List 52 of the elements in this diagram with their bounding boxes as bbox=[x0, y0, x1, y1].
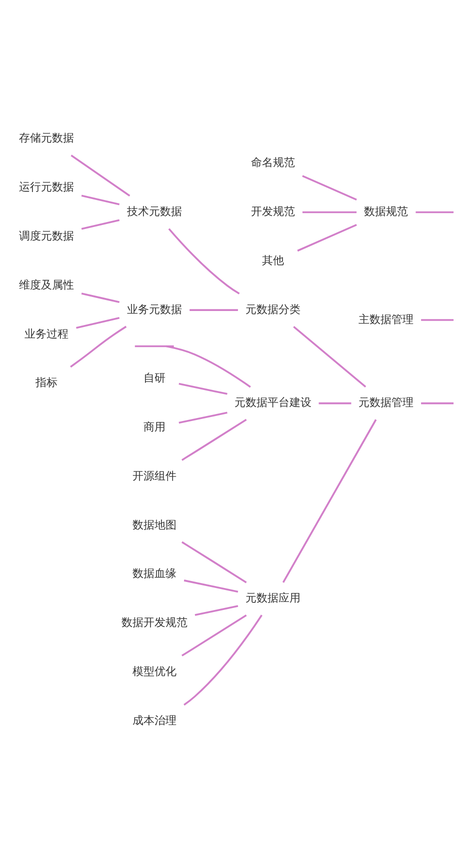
connector bbox=[182, 541, 247, 584]
node-text: 调度元数据 bbox=[19, 230, 74, 243]
connector bbox=[81, 194, 120, 206]
connector bbox=[178, 412, 228, 424]
node-text: 开源组件 bbox=[132, 469, 176, 482]
node-text: 存储元数据 bbox=[19, 132, 74, 145]
node-text: 运行元数据 bbox=[19, 180, 74, 194]
connector bbox=[293, 326, 366, 388]
node-text: 成本治理 bbox=[132, 714, 176, 727]
connector bbox=[421, 319, 454, 321]
node-bar bbox=[134, 345, 174, 348]
node-text: 商用 bbox=[143, 420, 166, 434]
node-text: 业务元数据 bbox=[126, 302, 182, 316]
node-text: 业务过程 bbox=[24, 327, 69, 340]
node-text: 命名规范 bbox=[250, 156, 295, 170]
connector bbox=[421, 402, 454, 404]
node-text: 技术元数据 bbox=[126, 205, 182, 218]
connector bbox=[194, 605, 238, 616]
connector bbox=[416, 211, 454, 214]
node-text: 指标 bbox=[36, 376, 58, 390]
node-text: 元数据平台建设 bbox=[234, 396, 312, 410]
connector bbox=[168, 228, 240, 294]
connector bbox=[81, 219, 120, 230]
connector bbox=[297, 224, 357, 252]
node-text: 元数据应用 bbox=[245, 592, 300, 605]
connector bbox=[302, 211, 357, 214]
node-text: 开发规范 bbox=[250, 205, 295, 218]
connector bbox=[318, 402, 352, 404]
node-text: 数据开发规范 bbox=[121, 616, 188, 630]
connector bbox=[166, 345, 251, 388]
connector bbox=[184, 614, 262, 706]
connector bbox=[182, 418, 247, 461]
connector bbox=[302, 175, 357, 200]
node-text: 数据地图 bbox=[132, 518, 176, 532]
node-text: 元数据分类 bbox=[245, 302, 300, 316]
connector bbox=[282, 419, 377, 583]
node-text: 主数据管理 bbox=[358, 312, 414, 326]
connector bbox=[81, 292, 120, 304]
node-text: 数据血缘 bbox=[132, 567, 176, 580]
node-text: 元数据管理 bbox=[358, 396, 414, 410]
connector bbox=[184, 580, 238, 593]
node-text: 模型优化 bbox=[132, 664, 176, 678]
connector bbox=[76, 317, 120, 329]
connector bbox=[178, 382, 228, 395]
node-text: 数据规范 bbox=[364, 205, 408, 218]
node-text: 自研 bbox=[143, 372, 166, 385]
connector bbox=[182, 614, 247, 656]
node-text: 其他 bbox=[262, 254, 284, 267]
node-text: 维度及属性 bbox=[19, 278, 74, 292]
connector bbox=[70, 154, 130, 197]
connector bbox=[190, 309, 238, 311]
connector bbox=[70, 326, 127, 368]
